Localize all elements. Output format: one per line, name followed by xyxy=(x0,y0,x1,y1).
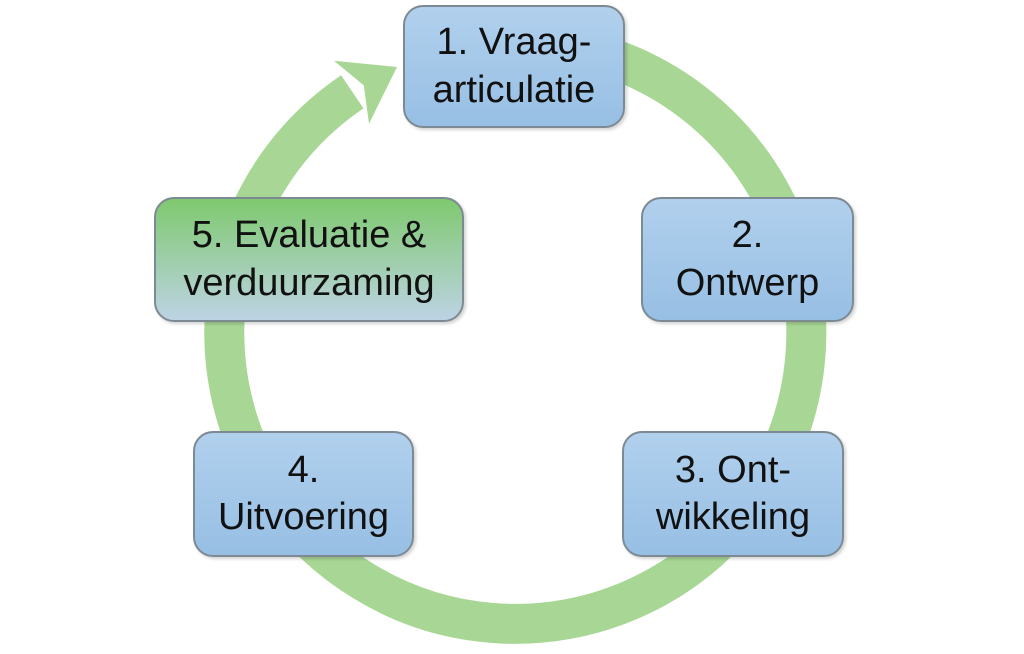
step-label-line: Uitvoering xyxy=(217,496,390,538)
step-box-ontwikkeling: 3. Ont- wikkeling xyxy=(622,431,844,557)
step-label-line: verduurzaming xyxy=(183,261,435,304)
step-label-line: 1. Vraag- xyxy=(436,21,592,64)
step-label-line: Ontwerp xyxy=(675,261,820,304)
step-box-uitvoering: 4. Uitvoering xyxy=(193,431,414,557)
cycle-arrowhead-icon xyxy=(334,60,397,124)
cycle-arrow-arc xyxy=(204,21,827,644)
step-box-evaluatie-verduurzaming: 5. Evaluatie & verduurzaming xyxy=(154,197,464,322)
step-label-line: 3. Ont- xyxy=(674,448,792,491)
step-label-line: 4. xyxy=(287,448,320,491)
step-label-line: wikkeling xyxy=(655,496,811,538)
step-label-line: 2. xyxy=(731,214,764,257)
step-label-line: 5. Evaluatie & xyxy=(191,214,427,257)
step-label-line: articulatie xyxy=(432,68,596,111)
step-box-vraagarticulatie: 1. Vraag- articulatie xyxy=(403,5,625,128)
step-box-ontwerp: 2. Ontwerp xyxy=(641,197,854,322)
